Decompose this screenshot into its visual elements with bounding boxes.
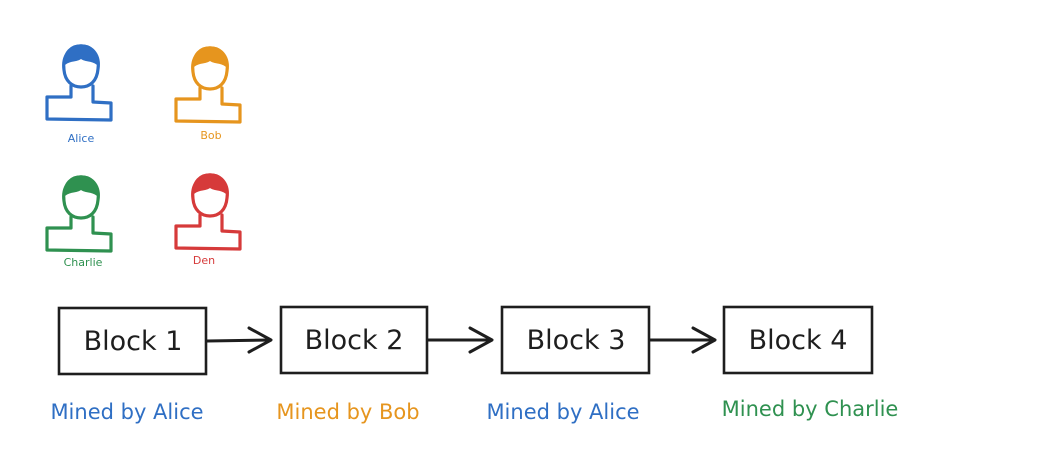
block-4-box xyxy=(722,305,874,375)
user-bob: Bob xyxy=(174,45,242,142)
person-icon xyxy=(45,43,113,122)
person-icon xyxy=(174,45,242,124)
block-1-box xyxy=(57,306,208,376)
user-name-den: Den xyxy=(193,254,215,267)
block-1-label: Block 1 xyxy=(84,326,183,357)
user-den: Den xyxy=(174,172,242,267)
block-2-label: Block 2 xyxy=(305,325,404,356)
block-1: Block 1 Mined by Alice xyxy=(50,306,208,424)
block-4: Block 4 Mined by Charlie xyxy=(722,305,899,421)
block-2-miner: Mined by Bob xyxy=(276,400,419,424)
block-4-label: Block 4 xyxy=(749,325,848,356)
block-2-box xyxy=(279,305,429,375)
user-name-bob: Bob xyxy=(200,129,221,142)
block-2: Block 2 Mined by Bob xyxy=(276,305,429,424)
block-3-label: Block 3 xyxy=(527,325,626,356)
block-3-miner: Mined by Alice xyxy=(486,400,639,424)
user-charlie: Charlie xyxy=(45,174,113,269)
block-4-miner: Mined by Charlie xyxy=(722,397,899,421)
person-icon xyxy=(45,174,113,253)
user-name-charlie: Charlie xyxy=(64,256,103,269)
arrow-block1-to-block2 xyxy=(205,326,273,354)
block-1-miner: Mined by Alice xyxy=(50,400,203,424)
block-3: Block 3 Mined by Alice xyxy=(486,305,651,424)
arrow-block2-to-block3 xyxy=(426,326,494,354)
user-alice: Alice xyxy=(45,43,113,145)
person-icon xyxy=(174,172,242,251)
user-name-alice: Alice xyxy=(68,132,95,145)
arrow-block3-to-block4 xyxy=(648,326,717,354)
block-3-box xyxy=(500,305,651,375)
